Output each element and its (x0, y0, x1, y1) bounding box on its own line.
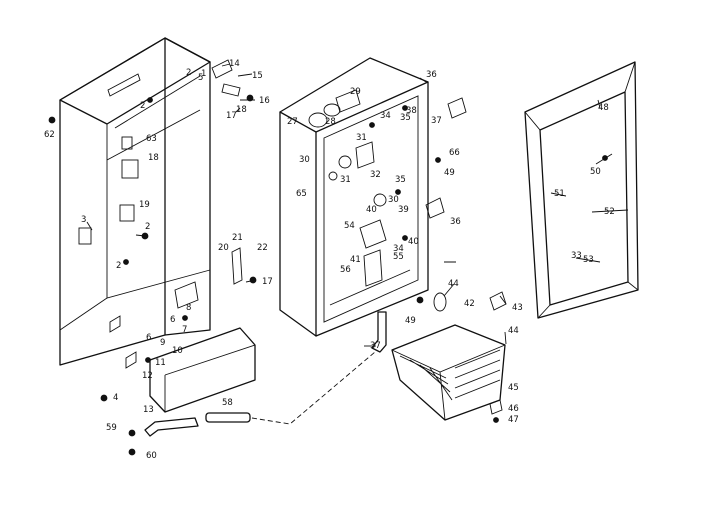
callout-36: 36 (426, 70, 437, 80)
callout-60: 60 (146, 451, 157, 461)
callout-63: 63 (146, 134, 157, 144)
callout-38: 38 (406, 106, 417, 116)
callout-4: 4 (113, 393, 118, 403)
callout-37: 37 (431, 116, 442, 126)
callout-14: 14 (229, 59, 240, 69)
callout-2: 2 (145, 222, 150, 232)
callout-41: 41 (350, 255, 361, 265)
callout-49: 49 (444, 168, 455, 178)
callout-37: 37 (370, 341, 381, 351)
kick-plate (149, 327, 256, 413)
callout-66: 66 (449, 148, 460, 158)
callout-52: 52 (604, 207, 615, 217)
callout-39: 39 (398, 205, 409, 215)
callout-20: 20 (218, 243, 229, 253)
callout-46: 46 (508, 404, 519, 414)
callout-49: 49 (405, 316, 416, 326)
callout-40: 40 (366, 205, 377, 215)
callout-35: 35 (395, 175, 406, 185)
callout-59: 59 (106, 423, 117, 433)
callout-53: 53 (583, 255, 594, 265)
callout-10: 10 (172, 346, 183, 356)
callout-29: 29 (350, 87, 361, 97)
callout-2: 2 (116, 261, 121, 271)
callout-43: 43 (512, 303, 523, 313)
callout-17: 17 (226, 111, 237, 121)
callout-31: 31 (340, 175, 351, 185)
callout-27: 27 (287, 117, 298, 127)
callout-65: 65 (296, 189, 307, 199)
callout-62: 62 (44, 130, 55, 140)
callout-44: 44 (508, 326, 519, 336)
callout-22: 22 (257, 243, 268, 253)
callout-31: 31 (356, 133, 367, 143)
callout-45: 45 (508, 383, 519, 393)
inner-liner (279, 57, 467, 337)
callout-3: 3 (81, 215, 86, 225)
callout-17: 17 (262, 277, 273, 287)
callout-54: 54 (344, 221, 355, 231)
callout-44: 44 (448, 279, 459, 289)
callout-58: 58 (222, 398, 233, 408)
callout-32: 32 (370, 170, 381, 180)
callout-labels: 1 2 2 2 2 3 4 5 6 6 7 8 9 10 11 12 13 14… (44, 59, 615, 461)
callout-56: 56 (340, 265, 351, 275)
callout-48: 48 (598, 103, 609, 113)
callout-28: 28 (325, 117, 336, 127)
callout-13: 13 (143, 405, 154, 415)
callout-21: 21 (232, 233, 243, 243)
callout-6: 6 (146, 333, 151, 343)
callout-30: 30 (388, 195, 399, 205)
callout-2: 2 (186, 68, 191, 78)
callout-18: 18 (148, 153, 159, 163)
callout-55: 55 (393, 252, 404, 262)
callout-6: 6 (170, 315, 175, 325)
wire-basket (391, 291, 507, 423)
outer-cabinet (48, 37, 257, 402)
callout-40: 40 (408, 237, 419, 247)
callout-36: 36 (450, 217, 461, 227)
callout-1: 1 (201, 69, 206, 79)
callout-15: 15 (252, 71, 263, 81)
callout-11: 11 (155, 358, 166, 368)
callout-47: 47 (508, 415, 519, 425)
callout-35: 35 (400, 113, 411, 123)
leader-lines (86, 63, 629, 347)
door-gasket (524, 61, 639, 319)
callout-7: 7 (182, 325, 187, 335)
callout-5: 5 (198, 73, 203, 83)
callout-12: 12 (142, 371, 153, 381)
callout-9: 9 (160, 338, 165, 348)
callout-19: 19 (139, 200, 150, 210)
callout-34: 34 (393, 244, 404, 254)
callout-51: 51 (554, 189, 565, 199)
callout-18: 18 (236, 105, 247, 115)
callout-16: 16 (259, 96, 270, 106)
callout-34: 34 (380, 111, 391, 121)
drain-hose (128, 311, 387, 456)
callout-33: 33 (571, 251, 582, 261)
callout-30: 30 (299, 155, 310, 165)
callout-2: 2 (140, 101, 145, 111)
callout-42: 42 (464, 299, 475, 309)
callout-50: 50 (590, 167, 601, 177)
callout-8: 8 (186, 303, 191, 313)
